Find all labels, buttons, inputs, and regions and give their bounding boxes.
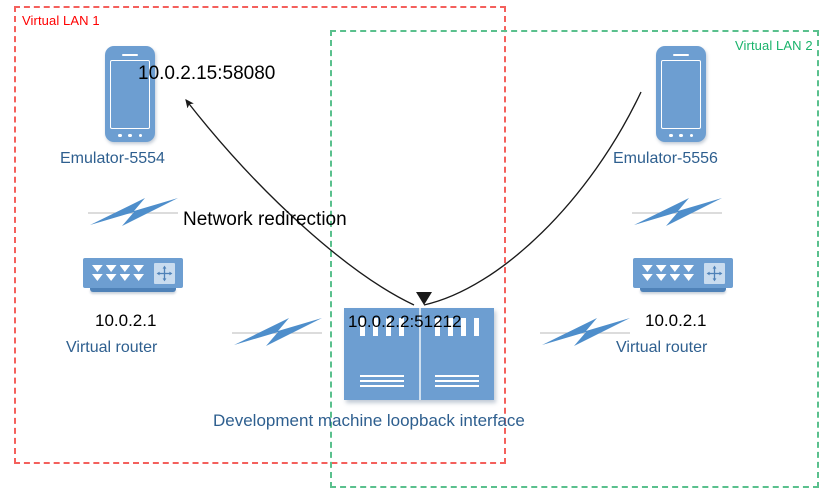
wireless-link-left-bottom-icon [232, 318, 322, 346]
phone-home-dots [669, 133, 693, 137]
router-icon-left [83, 258, 183, 294]
router-base [640, 288, 726, 292]
server-icon-loopback [344, 308, 494, 400]
node-label-emulator-5554: Emulator-5554 [60, 150, 165, 167]
phone-speaker [673, 54, 689, 56]
phone-home-dots [118, 133, 142, 137]
caption-loopback-interface: Development machine loopback interface [213, 411, 525, 430]
zone-label-virtual-lan-1: Virtual LAN 1 [22, 13, 100, 28]
annotation-network-redirection: Network redirection [183, 209, 347, 230]
smartphone-icon-emulator-5556 [656, 46, 706, 142]
router-base [90, 288, 176, 292]
wireless-link-left-top-icon [88, 198, 178, 226]
server-vents [360, 318, 404, 336]
router-routing-arrows-icon [154, 263, 175, 284]
server-lines [360, 375, 404, 387]
wireless-link-right-bottom-icon [540, 318, 630, 346]
ip-label-server: 10.0.2.2:51212 [348, 312, 462, 331]
ip-label-emulator-5554: 10.0.2.15:58080 [138, 63, 276, 84]
server-bay-right [419, 308, 494, 400]
phone-screen [110, 60, 150, 129]
zone-label-virtual-lan-2: Virtual LAN 2 [735, 38, 813, 53]
router-ports [92, 265, 144, 281]
node-label-router-left: Virtual router [66, 339, 158, 356]
wireless-link-right-top-icon [632, 198, 722, 226]
server-bay-left [344, 308, 419, 400]
router-body [633, 258, 733, 288]
router-body [83, 258, 183, 288]
router-icon-right [633, 258, 733, 294]
phone-screen [661, 60, 701, 129]
smartphone-icon-emulator-5554 [105, 46, 155, 142]
ip-label-router-right: 10.0.2.1 [645, 311, 707, 330]
server-vents [435, 318, 479, 336]
router-routing-arrows-icon [704, 263, 725, 284]
server-divider [419, 308, 421, 400]
node-label-emulator-5556: Emulator-5556 [613, 150, 718, 167]
ip-label-router-left: 10.0.2.1 [95, 311, 157, 330]
node-label-router-right: Virtual router [616, 339, 708, 356]
router-ports [642, 265, 694, 281]
phone-speaker [122, 54, 138, 56]
server-lines [435, 375, 479, 387]
